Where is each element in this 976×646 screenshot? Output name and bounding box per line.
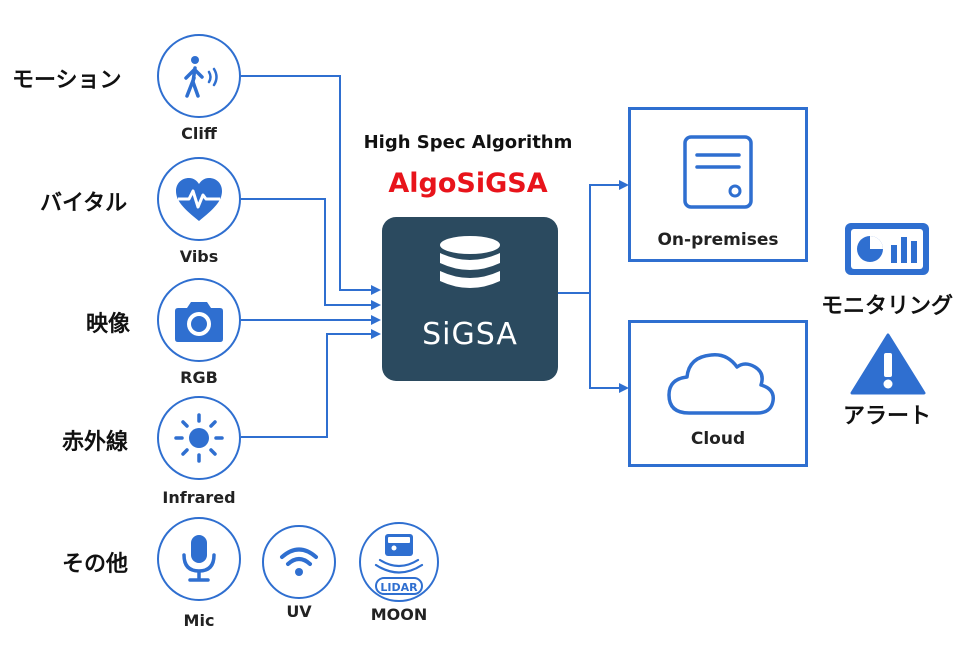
sensor-label-vibs: Vibs xyxy=(179,247,219,266)
warning-triangle-icon xyxy=(850,333,926,395)
destination-label-onpremises: On-premises xyxy=(657,230,779,250)
dashboard-chart-icon xyxy=(845,223,929,275)
category-label-infrared: 赤外線 xyxy=(62,430,129,455)
sensor-circle-uv xyxy=(262,525,336,599)
database-icon xyxy=(440,236,500,288)
sensor-label-moon: MOON xyxy=(370,605,428,624)
arrowhead-vital xyxy=(371,300,381,310)
sensor-circle-moon: LIDAR xyxy=(359,522,439,602)
sigsa-hub: SiGSA xyxy=(382,217,558,381)
heart-pulse-icon xyxy=(176,178,222,221)
lidar-device-icon: LIDAR xyxy=(374,534,424,595)
connector-vital xyxy=(241,198,372,306)
sensor-circle-infrared xyxy=(157,396,241,480)
destination-label-cloud: Cloud xyxy=(690,429,746,449)
arrowhead-onprem xyxy=(619,180,629,190)
walking-person-icon xyxy=(184,56,218,98)
destination-cloud: Cloud xyxy=(628,320,808,467)
sensor-circle-motion xyxy=(157,34,241,118)
cloud-icon xyxy=(667,353,775,415)
connector-hub-out xyxy=(558,184,620,294)
sun-icon xyxy=(174,413,224,463)
output-label-monitoring: モニタリング xyxy=(820,294,953,319)
connector-hub-cloud xyxy=(589,293,620,389)
sensor-circle-mic xyxy=(157,517,241,601)
category-label-image: 映像 xyxy=(86,312,131,337)
algorithm-title: AlgoSiGSA xyxy=(388,168,548,199)
arrowhead-image xyxy=(371,315,381,325)
category-label-vital: バイタル xyxy=(40,191,128,216)
category-label-other: その他 xyxy=(62,552,129,577)
connector-infrared xyxy=(241,333,372,438)
sensor-circle-vital xyxy=(157,157,241,241)
hub-label: SiGSA xyxy=(422,317,518,352)
output-label-alert: アラート xyxy=(842,404,931,429)
arrowhead-infrared xyxy=(371,329,381,339)
connector-motion xyxy=(241,75,372,291)
server-icon xyxy=(683,135,753,209)
sensor-label-rgb: RGB xyxy=(180,368,218,387)
sensor-label-uv: UV xyxy=(286,602,312,621)
algorithm-subtitle: High Spec Algorithm xyxy=(363,132,573,153)
sensor-circle-image xyxy=(157,278,241,362)
arrowhead-motion xyxy=(371,285,381,295)
destination-onpremises: On-premises xyxy=(628,107,808,262)
wifi-signal-icon xyxy=(280,547,318,576)
sensor-label-infrared: Infrared xyxy=(162,488,236,507)
sensor-label-mic: Mic xyxy=(183,611,215,630)
lidar-badge: LIDAR xyxy=(380,581,418,594)
category-label-motion: モーション xyxy=(12,68,122,93)
sensor-label-cliff: Cliff xyxy=(181,124,217,143)
arrowhead-cloud xyxy=(619,383,629,393)
microphone-icon xyxy=(182,535,216,582)
camera-icon xyxy=(175,302,223,342)
